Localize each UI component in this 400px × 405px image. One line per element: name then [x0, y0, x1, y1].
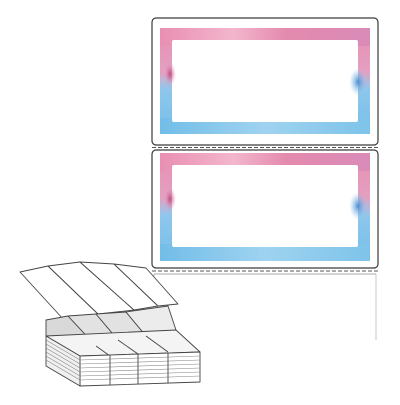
- label-frame-1: [160, 28, 370, 134]
- watercolor-smudge-right-icon: [349, 192, 367, 220]
- watercolor-smudge-left-icon: [164, 62, 176, 86]
- fanfold-stack-illustration: [19, 261, 201, 387]
- label-frame-2: [160, 153, 370, 261]
- watercolor-smudge-right-icon: [349, 68, 367, 96]
- watercolor-smudge-left-icon: [164, 187, 176, 211]
